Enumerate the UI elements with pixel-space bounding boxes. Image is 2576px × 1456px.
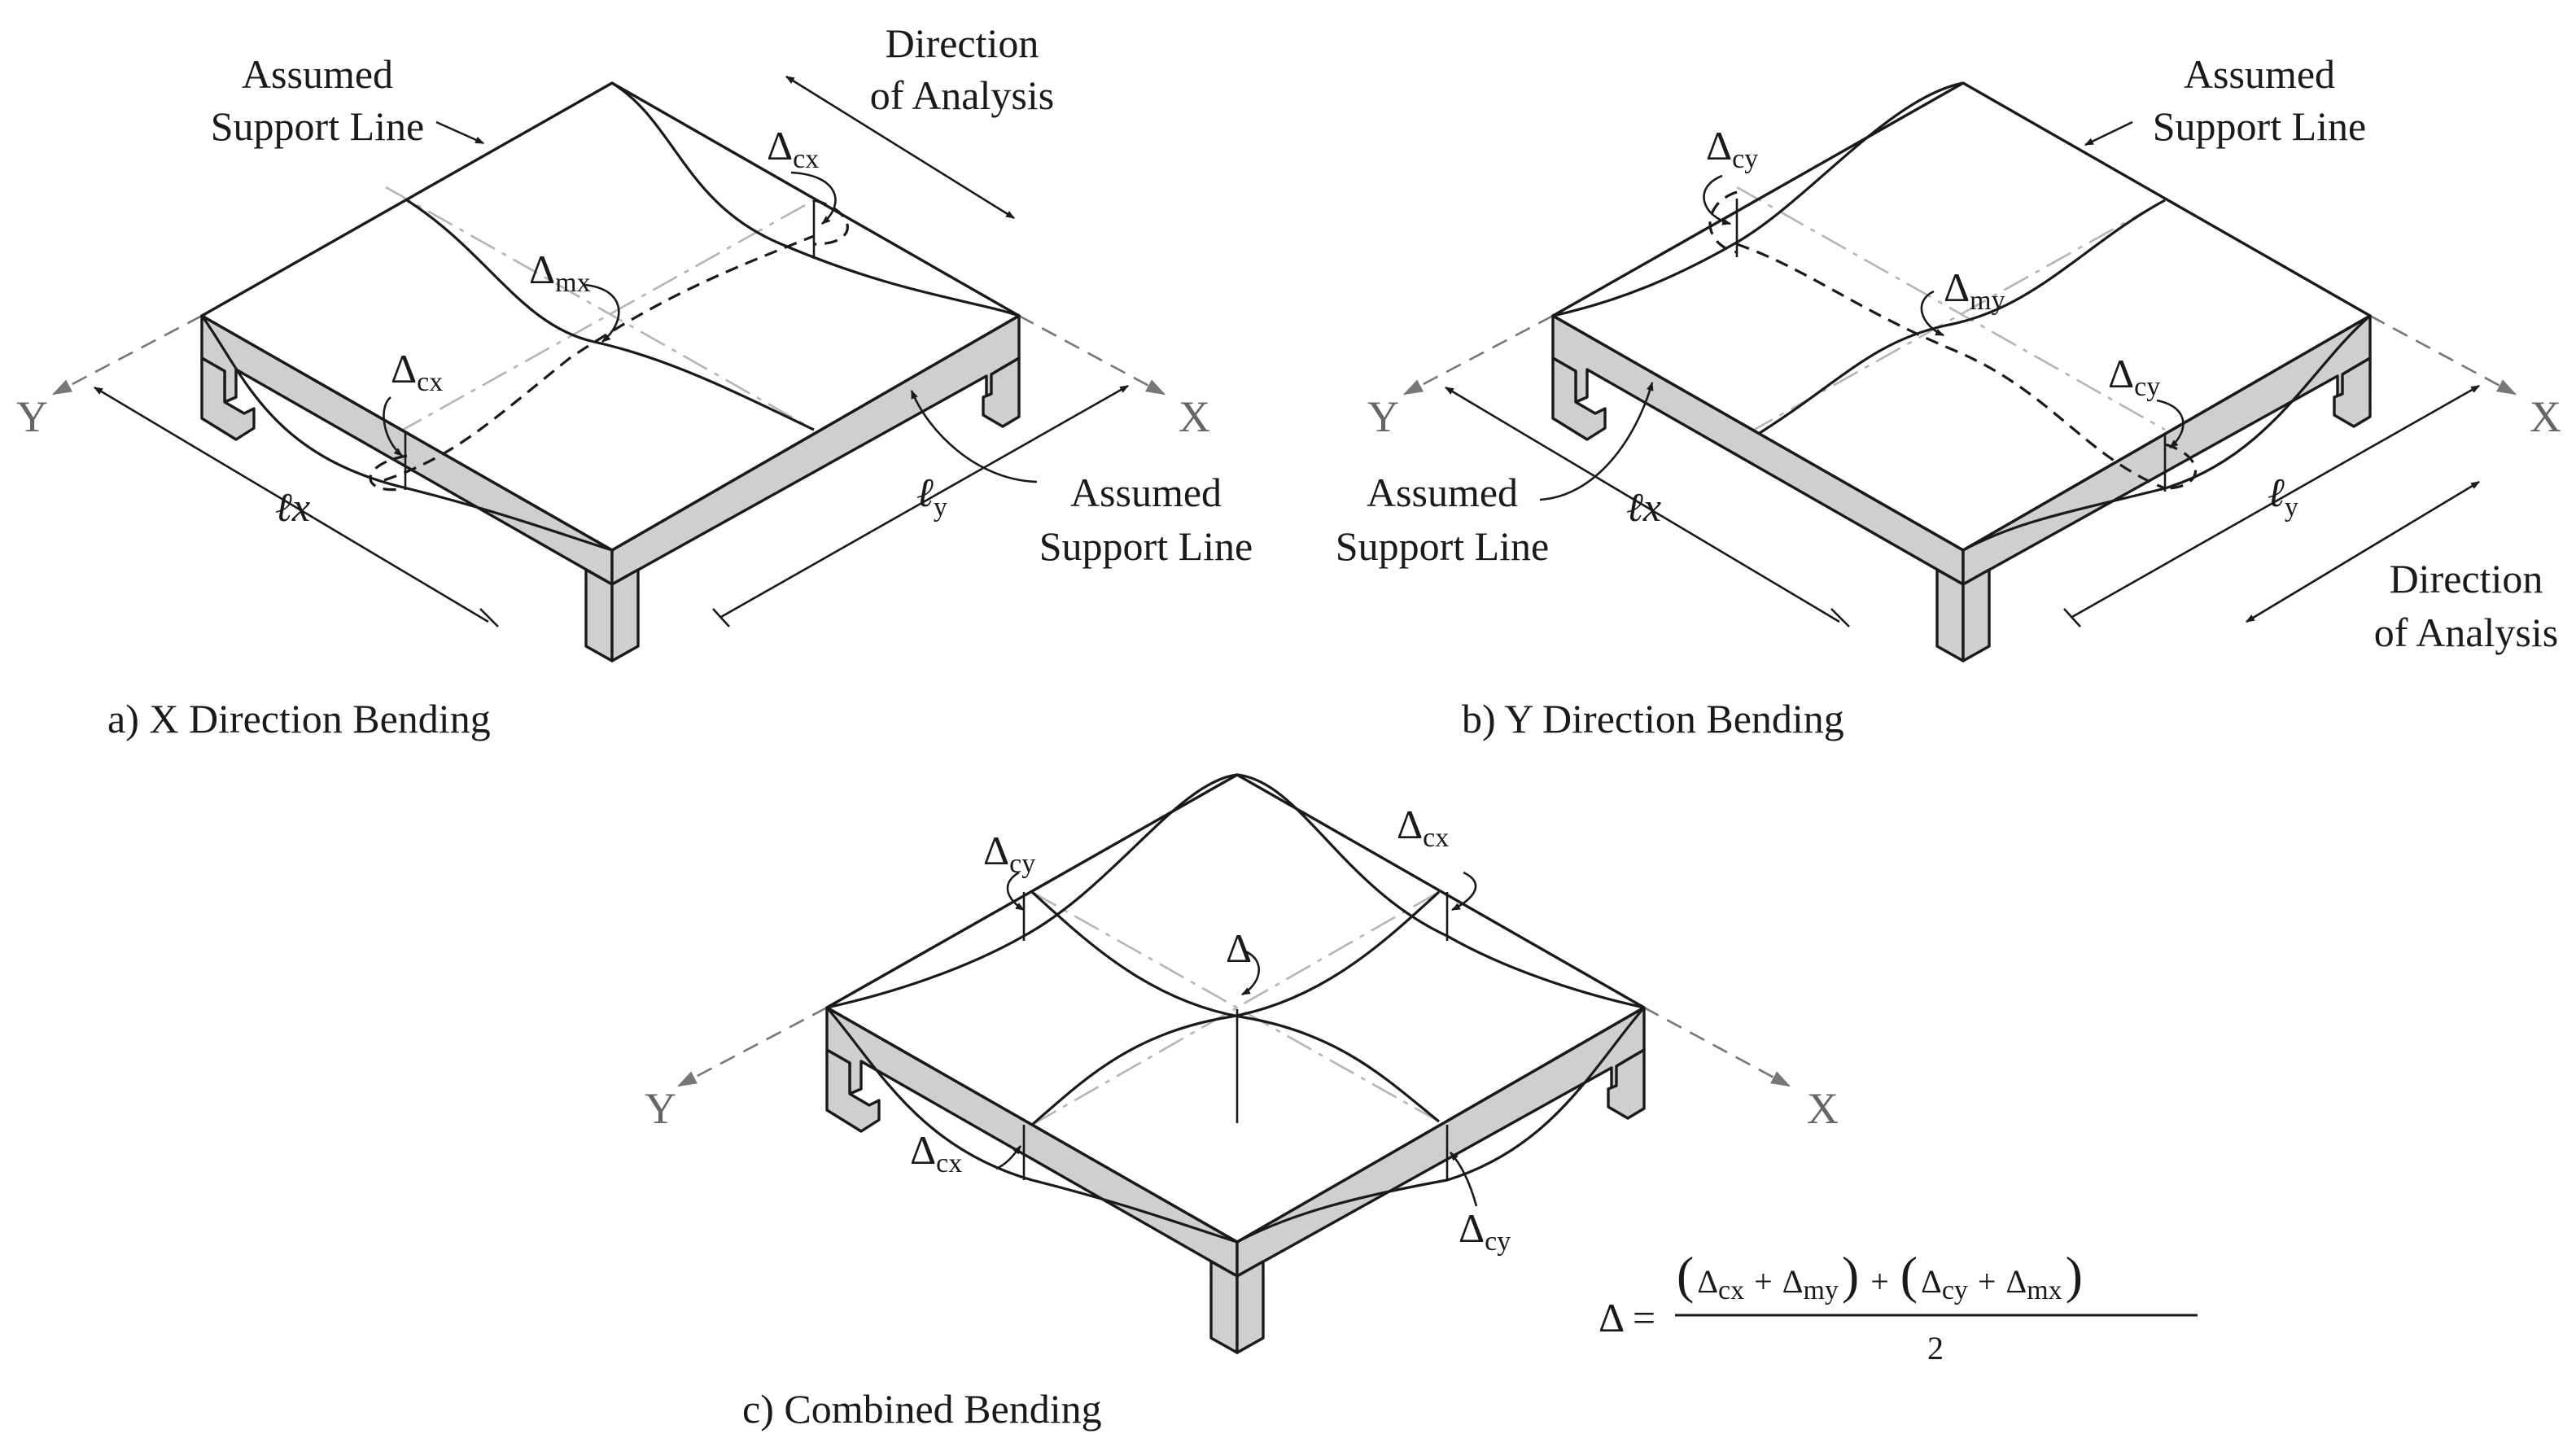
x-axis-line [2369,314,2517,396]
leader-delta-cy-right [2156,399,2185,448]
delta-cx-top-label: Δcx [767,123,819,174]
leader-delta-cx-bottom [383,396,403,457]
span-y-dimension [2071,384,2480,619]
delta-cx-top-label: Δcx [1397,802,1449,853]
delta-cy-top-label: Δcy [983,828,1035,879]
equation-lhs: Δ = [1599,1295,1655,1340]
direction-label-2: of Analysis [2374,610,2558,655]
panel-a-x-direction: Assumed Support Line Direction of Analys… [16,20,1253,741]
leader-delta-cy-top [1006,871,1025,912]
centerline-y [1747,199,2166,435]
delta-center-label: Δ [1226,925,1252,971]
span-y-tick [2063,608,2081,627]
centerline-y [1031,890,1440,1126]
deflected-edges-top [826,773,1645,1009]
combined-deflection-equation: Δ = (Δcx+Δmy)+(Δcy+Δmx) 2 [1599,1246,2198,1366]
leader-delta-mx [584,283,620,343]
axis-x-label: X [1807,1084,1839,1133]
deflected-edge-bottom [200,315,613,552]
leader-delta-my [1920,290,1945,337]
support-bottom-label-1: Assumed [1070,470,1222,515]
x-axis-line [1018,314,1166,396]
span-y-label: ℓy [2268,470,2298,522]
span-x-tick [1830,608,1850,627]
delta-mx-label: Δmx [529,247,591,298]
caption-c: c) Combined Bending [742,1386,1102,1432]
axis-y-label: Y [16,392,48,441]
span-x-label: ℓx [275,484,310,530]
delta-cy-right-label: Δcy [2108,351,2160,402]
deflection-marker-top [1708,190,1738,254]
caption-a: a) X Direction Bending [107,696,491,741]
support-line-curve-y [1030,890,1441,1126]
leader-delta-center [1241,949,1260,996]
centerline-x [1031,890,1440,1123]
support-top-label-2: Support Line [211,103,424,149]
deflected-edge-top [611,81,1020,317]
direction-label-1: Direction [2390,556,2543,601]
panel-c-combined: Δcy Δcx Δ Δcx Δcy Y X c) Combined Bendin… [645,773,1839,1432]
axis-y-label: Y [645,1084,676,1133]
support-line-curve [1759,199,2166,435]
centerline-x [1736,186,2166,431]
equation-denominator: 2 [1927,1330,1944,1366]
deflection-marker-top [813,199,849,246]
delta-cy-top-label: Δcy [1706,123,1758,174]
axis-x-label: X [2530,392,2561,441]
leader-support-top [435,120,485,145]
direction-label-2: of Analysis [870,72,1054,118]
deflected-edges-bottom [825,1006,1646,1244]
delta-cx-bottom-label: Δcx [910,1127,962,1178]
leader-support-bottom [1539,381,1654,501]
panel-b-y-direction: Assumed Support Line Assumed Support Lin… [1336,51,2561,741]
span-x-dimension [94,386,489,623]
direction-of-analysis-arrow [2246,480,2480,623]
support-bottom-label-2: Support Line [1039,523,1253,569]
delta-my-label: Δmy [1944,265,2005,316]
x-axis-line [1643,1006,1791,1087]
leader-delta-cy-top [1703,174,1732,225]
delta-cx-bottom-label: Δcx [391,346,443,397]
support-bottom-label-1: Assumed [1367,470,1518,515]
span-x-dimension [1445,386,1840,623]
leader-delta-cy-bottom [1450,1152,1478,1207]
centerline-y [396,199,815,435]
deflection-marker-right [2164,443,2198,490]
support-bottom-label-2: Support Line [1336,523,1549,569]
centerline-x [385,186,815,431]
leader-support-top [2084,120,2133,146]
span-y-label: ℓy [916,470,947,522]
deflected-edge-top [1552,81,1964,317]
axis-x-label: X [1179,392,1210,441]
deflected-midstrip [1736,243,2166,490]
support-top-label-1: Assumed [242,51,393,97]
support-line-curve-top [406,199,815,431]
deflection-marker-bottom [369,454,408,492]
leader-delta-cx-top [1451,871,1477,912]
axis-y-label: Y [1367,392,1399,441]
span-x-tick [479,608,499,627]
y-axis-line [51,314,203,396]
span-y-dimension [720,384,1129,619]
support-top-label-1: Assumed [2184,51,2335,97]
direction-label-1: Direction [886,20,1039,66]
span-x-label: ℓx [1626,484,1661,530]
equation-numerator: (Δcx+Δmy)+(Δcy+Δmx) [1677,1246,2083,1305]
support-top-label-2: Support Line [2153,103,2366,149]
deflected-midstrip [383,234,815,482]
support-line-curve-x [1030,890,1440,1123]
delta-cy-bottom-label: Δcy [1459,1205,1511,1257]
y-axis-line [676,1006,828,1087]
caption-b: b) Y Direction Bending [1462,696,1844,741]
y-axis-line [1402,314,1554,396]
leader-support-bottom [910,389,1038,483]
direction-of-analysis-arrow [785,75,1015,220]
span-y-tick [712,608,730,627]
leader-delta-cx-bottom [995,1145,1022,1170]
